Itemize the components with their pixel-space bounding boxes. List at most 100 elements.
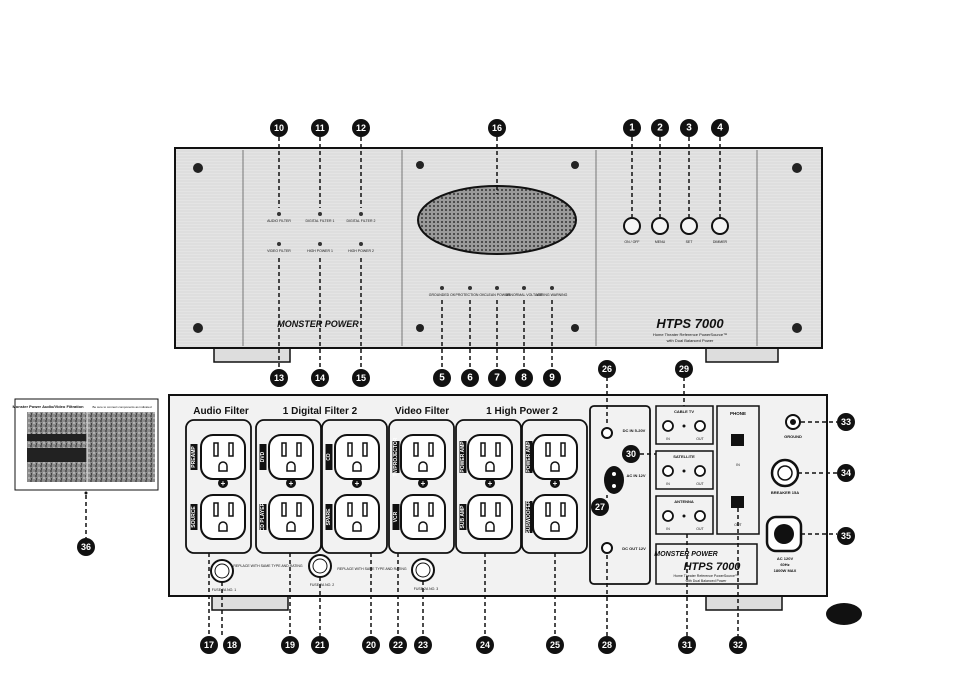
ac-outlet[interactable] [334,494,380,540]
callout-badges: 10 11 12 16 1 2 3 4 13 14 15 5 6 7 8 9 2… [77,119,855,654]
callout-22: 22 [389,636,407,654]
svg-text:CD: CD [326,453,332,461]
rear-foot-right [705,595,783,611]
ac-outlet[interactable] [532,494,578,540]
audio-filter-title: Audio Filter [193,406,249,417]
svg-text:ANTENNA: ANTENNA [674,499,694,504]
callout-9: 9 [543,369,561,387]
ac-outlet[interactable] [467,494,513,540]
svg-text:DIGITAL FILTER 1: DIGITAL FILTER 1 [306,219,335,223]
rear-foot-left [211,595,289,611]
svg-text:33: 33 [841,417,851,427]
svg-text:30: 30 [626,449,636,459]
antenna-in[interactable] [662,510,674,522]
ac-outlet[interactable] [200,434,246,480]
on-off-button[interactable] [623,217,641,235]
svg-text:36: 36 [81,542,91,552]
svg-text:27: 27 [595,502,605,512]
svg-text:IN: IN [666,437,670,441]
svg-text:AC IN 12V: AC IN 12V [626,473,645,478]
dc-out-jack[interactable] [601,542,613,554]
svg-text:6: 6 [467,373,473,384]
ac-outlet[interactable] [268,494,314,540]
phone-out-jack[interactable] [731,496,744,508]
svg-text:SATELLITE: SATELLITE [673,454,695,459]
svg-text:FUSE 2A NO. 3: FUSE 2A NO. 3 [414,587,439,591]
ac-outlet[interactable] [467,434,513,480]
cable-tv-out[interactable] [694,420,706,432]
protection-led [468,286,472,290]
fuse-2[interactable] [308,554,332,578]
svg-text:SET: SET [686,240,694,244]
svg-text:+: + [221,479,226,488]
svg-text:DIMMER: DIMMER [713,240,728,244]
svg-text:ABNORMAL VOLTAGE: ABNORMAL VOLTAGE [506,293,543,297]
dimmer-button[interactable] [711,217,729,235]
high-power-1-led [318,242,322,246]
svg-text:with Dual Balanced Power: with Dual Balanced Power [667,338,714,343]
svg-text:+: + [553,479,558,488]
svg-text:8: 8 [521,373,527,384]
outlet-label-card: Monster Power Audio/Video Filtration Be … [12,398,159,495]
svg-text:Be sure to connect components: Be sure to connect components as indicat… [92,405,151,409]
digital-filter-1-led [318,212,322,216]
callout-11: 11 [311,119,329,137]
svg-text:BREAKER 15A: BREAKER 15A [771,490,799,495]
svg-text:32: 32 [733,640,743,650]
ac-outlet[interactable] [200,494,246,540]
svg-text:21: 21 [315,640,325,650]
svg-text:+: + [488,479,493,488]
callout-15: 15 [352,369,370,387]
ac-outlet[interactable] [400,494,446,540]
callout-35: 35 [837,527,855,545]
svg-text:34: 34 [841,468,851,478]
svg-text:VCR: VCR [393,511,399,522]
set-button[interactable] [680,217,698,235]
ac-outlet[interactable] [268,434,314,480]
svg-text:17: 17 [204,640,214,650]
fuse-3[interactable] [411,558,435,582]
svg-text:CD PLAYER: CD PLAYER [260,502,266,531]
status-led-indicators: GROUNDED OK PROTECTION OK CLEAN POWER AB… [429,286,568,297]
callout-17: 17 [200,636,218,654]
fuse-1[interactable] [210,559,234,583]
svg-text:SPARE: SPARE [326,508,332,526]
front-buttons: ON / OFF MENU SET DIMMER [623,217,729,244]
display-grille [417,185,577,255]
cable-tv-in[interactable] [662,420,674,432]
callout-6: 6 [461,369,479,387]
ac-outlet[interactable] [334,434,380,480]
dc-in-jack[interactable] [601,427,613,439]
svg-text:Home Theater Reference PowerSo: Home Theater Reference PowerSource™ [674,574,739,578]
callout-19: 19 [281,636,299,654]
svg-text:Monster Power Audio/Video Filt: Monster Power Audio/Video Filtration [12,404,84,409]
svg-text:5: 5 [439,373,445,384]
callout-4: 4 [711,119,729,137]
svg-text:VIDEO FILTER: VIDEO FILTER [267,249,291,253]
svg-text:13: 13 [274,373,284,383]
svg-text:1800W MAX: 1800W MAX [774,568,797,573]
satellite-out[interactable] [694,465,706,477]
svg-text:1: 1 [629,123,635,134]
high-power-title: 1 High Power 2 [486,406,558,417]
svg-text:11: 11 [315,123,325,133]
abnormal-voltage-led [522,286,526,290]
svg-text:+: + [289,479,294,488]
ac-outlet[interactable] [532,434,578,480]
antenna-out[interactable] [694,510,706,522]
svg-text:HTPS 7000: HTPS 7000 [684,561,742,573]
svg-text:TV/PROJECTOR: TV/PROJECTOR [393,437,399,476]
svg-text:PREAMP: PREAMP [191,446,197,468]
svg-text:+: + [421,479,426,488]
satellite-in[interactable] [662,465,674,477]
callout-20: 20 [362,636,380,654]
phone-in-jack[interactable] [731,434,744,446]
svg-text:23: 23 [418,640,428,650]
ac-in-socket[interactable] [604,466,624,494]
ac-outlet[interactable] [400,434,446,480]
leader-lines [85,137,837,636]
menu-button[interactable] [651,217,669,235]
digital-filter-title: 1 Digital Filter 2 [283,406,358,417]
callout-27: 27 [591,498,609,516]
callout-23: 23 [414,636,432,654]
